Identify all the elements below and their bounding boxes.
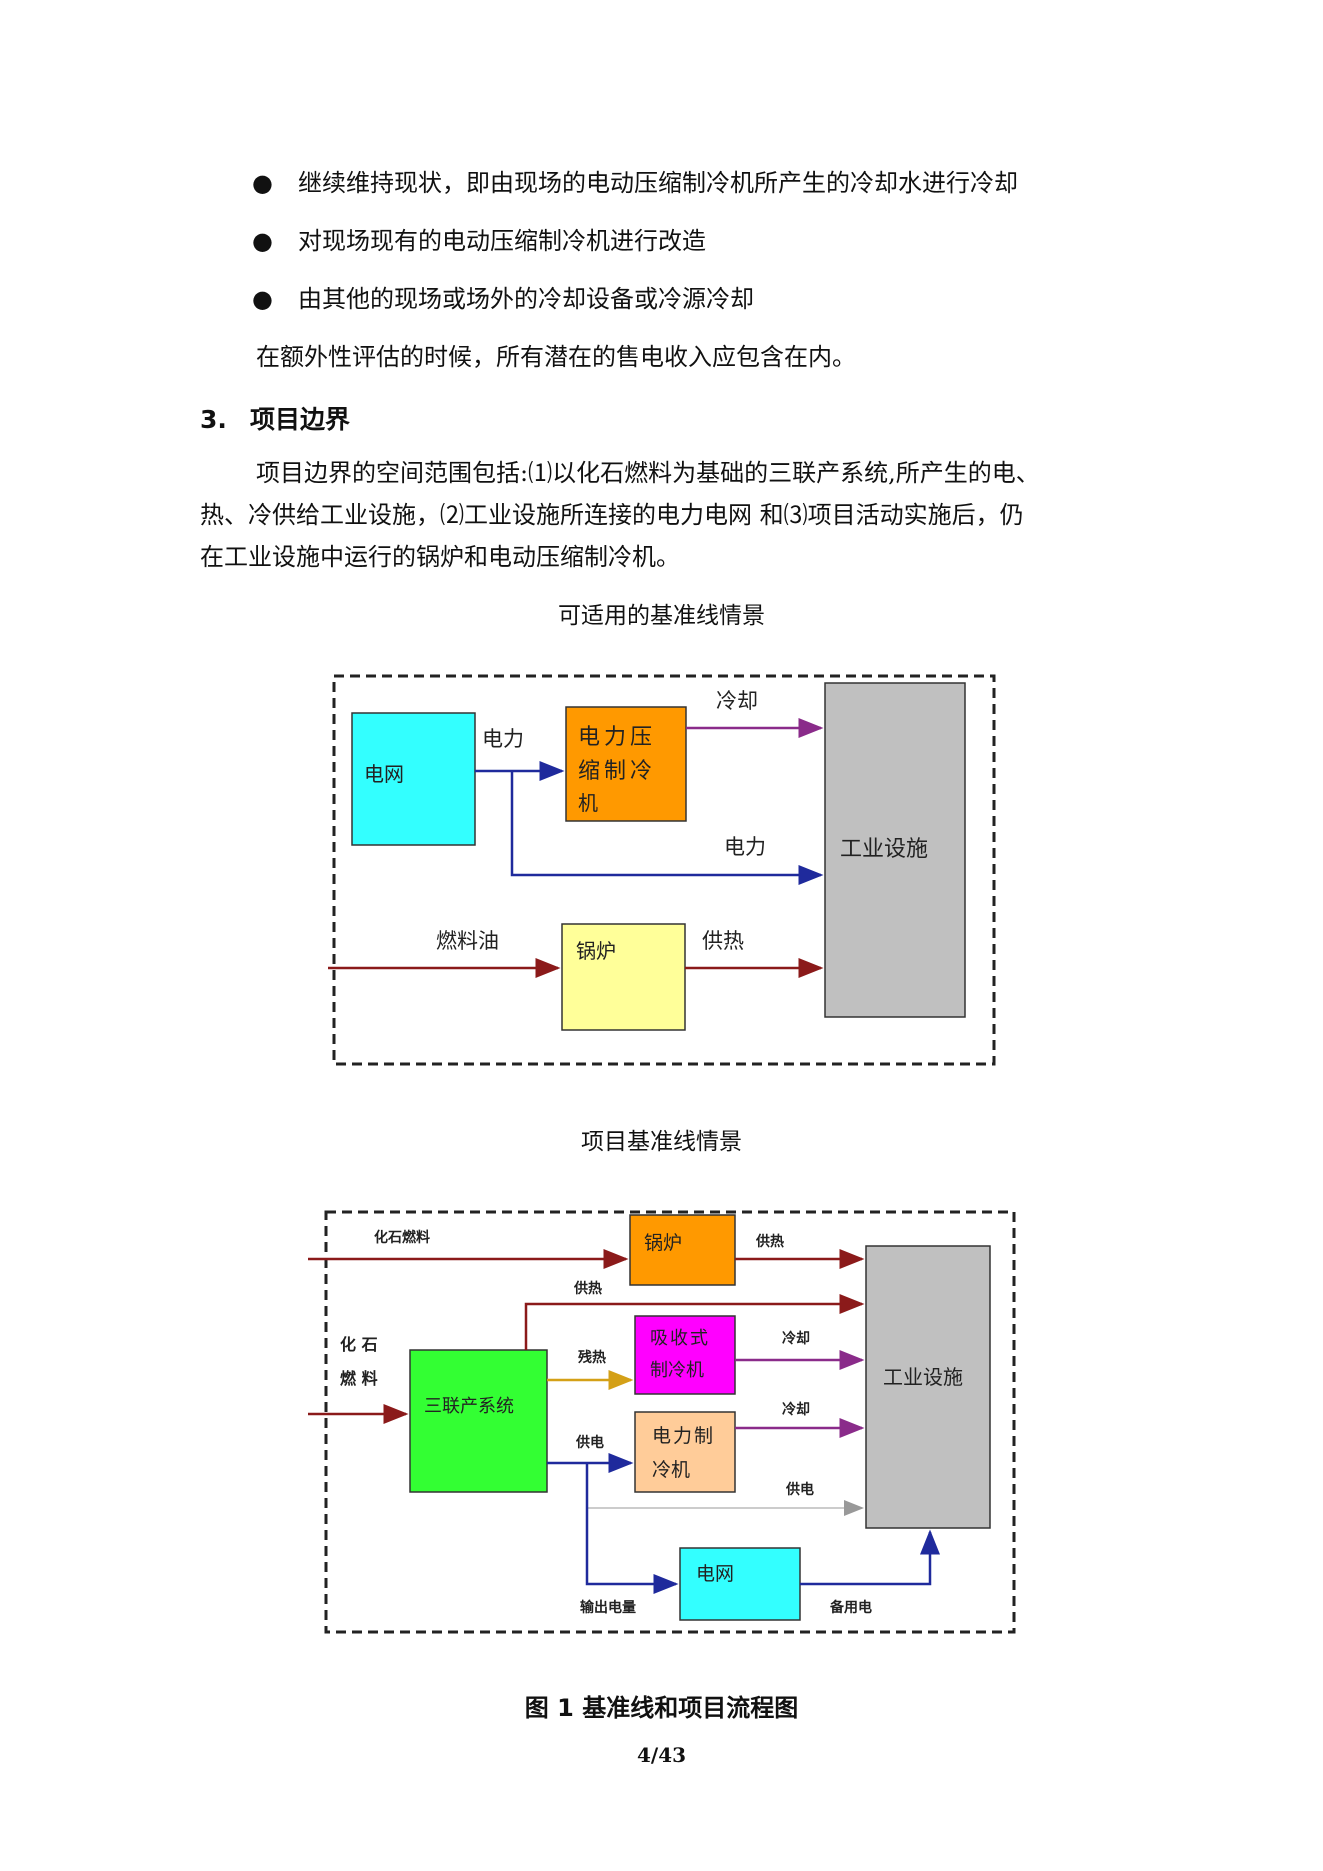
bullet-text: 对现场现有的电动压缩制冷机进行改造 bbox=[298, 227, 706, 255]
grid-box bbox=[351, 712, 476, 846]
section-title: 项目边界 bbox=[250, 405, 351, 434]
paragraph-boundary-line: 项目边界的空间范围包括:⑴以化石燃料为基础的三联产系统,所产生的电、 bbox=[256, 459, 1040, 487]
label-fossil-fuel-top: 化石燃料 bbox=[374, 1229, 430, 1246]
label-backup-power: 备用电 bbox=[829, 1599, 872, 1616]
boiler-box bbox=[561, 923, 686, 1031]
arrow-export-to-grid bbox=[585, 1463, 679, 1594]
figure-title: 图 1 基准线和项目流程图 bbox=[524, 1694, 799, 1722]
label-cool-absorption: 冷却 bbox=[782, 1330, 810, 1347]
absorption-chiller-box bbox=[634, 1315, 736, 1395]
trigeneration-label: 三联产系统 bbox=[424, 1396, 514, 1417]
label-cooling: 冷却 bbox=[716, 689, 758, 713]
label-supply-elec-to-facility: 供电 bbox=[785, 1481, 814, 1498]
facility-box-label: 工业设施 bbox=[840, 837, 928, 862]
absorption-label-line2: 制冷机 bbox=[650, 1360, 704, 1381]
paragraph-boundary-line: 在工业设施中运行的锅炉和电动压缩制冷机。 bbox=[200, 543, 680, 571]
label-fuel-oil: 燃料油 bbox=[436, 929, 499, 953]
project-electric-chiller-box bbox=[634, 1411, 736, 1493]
arrow-grid-backup-to-facility bbox=[800, 1529, 940, 1586]
trigeneration-box bbox=[409, 1349, 548, 1493]
label-supply-elec-to-chiller: 供电 bbox=[575, 1434, 604, 1451]
boiler-box-label: 锅炉 bbox=[576, 939, 616, 963]
label-cool-elec-chiller: 冷却 bbox=[782, 1401, 810, 1418]
label-heat-supply: 供热 bbox=[702, 929, 744, 953]
label-fossil-fuel-left-line1: 化 石 bbox=[340, 1335, 378, 1354]
section-heading: 3. 项目边界 bbox=[200, 400, 350, 436]
paragraph-boundary-line: 热、冷供给工业设施，⑵工业设施所连接的电力电网 和⑶项目活动实施后，仍 bbox=[200, 501, 1024, 529]
diagram1-caption: 可适用的基准线情景 bbox=[558, 603, 765, 629]
project-grid-box bbox=[679, 1547, 801, 1621]
arrow-grid-to-facility bbox=[510, 771, 824, 885]
chiller-box-label-line3: 机 bbox=[578, 791, 598, 815]
project-facility-label: 工业设施 bbox=[883, 1365, 963, 1389]
label-fossil-fuel-left-line2: 燃 料 bbox=[340, 1369, 378, 1388]
project-facility-box bbox=[865, 1245, 991, 1529]
elec-chiller-label-line1: 电力制 bbox=[652, 1425, 715, 1447]
chiller-box-label-line1: 电力压 bbox=[578, 725, 656, 750]
bullet-dot: ● bbox=[252, 227, 273, 255]
project-boiler-label: 锅炉 bbox=[644, 1232, 682, 1254]
diagram2-caption: 项目基准线情景 bbox=[581, 1129, 742, 1155]
bullet-text: 由其他的现场或场外的冷却设备或冷源冷却 bbox=[298, 285, 754, 313]
electric-chiller-box bbox=[565, 706, 687, 822]
industrial-facility-box bbox=[824, 682, 966, 1018]
page-number: 4/43 bbox=[636, 1743, 687, 1767]
bullet-text: 继续维持现状，即由现场的电动压缩制冷机所产生的冷却水进行冷却 bbox=[298, 169, 1018, 197]
label-waste-heat: 残热 bbox=[578, 1349, 606, 1366]
project-boundary-dashed-frame bbox=[324, 1210, 1016, 1634]
section-number: 3. bbox=[200, 405, 227, 434]
absorption-label-line1: 吸收式 bbox=[650, 1328, 710, 1349]
bullet-dot: ● bbox=[252, 169, 273, 197]
paragraph-additionality: 在额外性评估的时候，所有潜在的售电收入应包含在内。 bbox=[256, 343, 856, 371]
chiller-box-label-line2: 缩制冷 bbox=[578, 759, 656, 784]
arrow-trigen-heat-to-facility bbox=[524, 1294, 865, 1350]
boundary-dashed-frame bbox=[332, 674, 996, 1066]
project-boiler-box bbox=[629, 1214, 736, 1286]
label-heat-mid: 供热 bbox=[573, 1280, 602, 1297]
label-heat-top: 供热 bbox=[755, 1233, 784, 1250]
label-power-to-facility: 电力 bbox=[724, 835, 766, 859]
label-export-power: 输出电量 bbox=[580, 1599, 636, 1616]
grid-box-label: 电网 bbox=[364, 762, 404, 786]
bullet-dot: ● bbox=[252, 285, 273, 313]
elec-chiller-label-line2: 冷机 bbox=[652, 1459, 690, 1481]
label-power-to-chiller: 电力 bbox=[482, 727, 524, 751]
project-grid-label: 电网 bbox=[696, 1563, 734, 1585]
